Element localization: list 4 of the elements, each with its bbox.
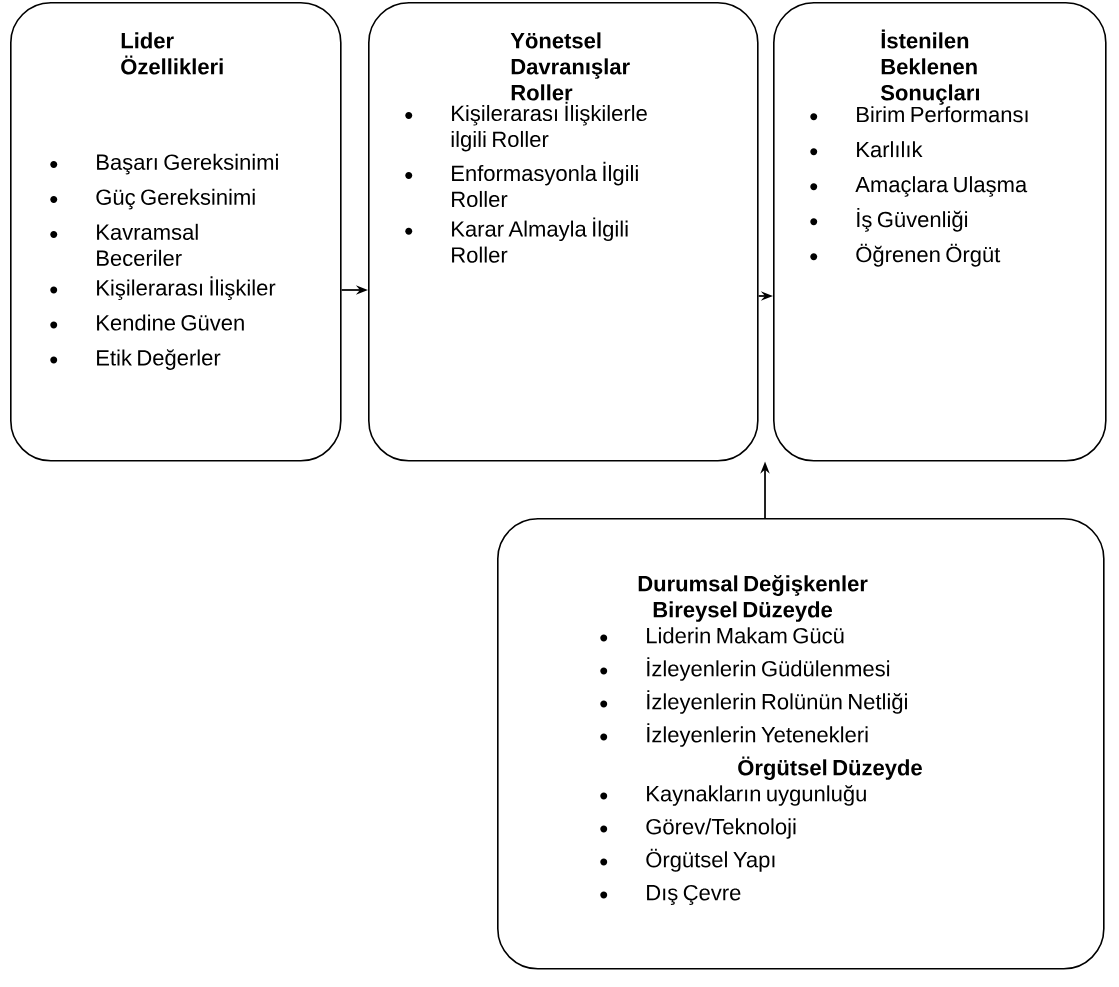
rounded-box: Lider Özellikleri Başarı Gereksinimi Güç Gereksinimi Kavramsal Beceriler Kişilerarası İlişkiler Kendine Güven Etik Değerler bbox=[10, 2, 342, 462]
rounded-box: Yönetsel Davranışlar Roller Kişilerarası İlişkilerle ilgili Roller Enformasyonla İlgili Roller Karar Almayla İlgili Roller bbox=[368, 2, 759, 462]
rounded-box: Durumsal Değişkenler Bireysel Düzeyde Liderin Makam Gücü İzleyenlerin Güdülenmesi İzleyenlerin Rolünün Netliği İzleyenlerin Yetenekleri Örgütsel Düzeyde Kaynakların uygunluğu Görev/Teknoloji Örgütsel Yapı Dış Çevre bbox=[497, 518, 1105, 970]
rounded-box: İstenilen Beklenen Sonuçları Birim Performansı Karlılık Amaçlara Ulaşma İş Güvenliği Öğrenen Örgüt bbox=[773, 2, 1107, 462]
